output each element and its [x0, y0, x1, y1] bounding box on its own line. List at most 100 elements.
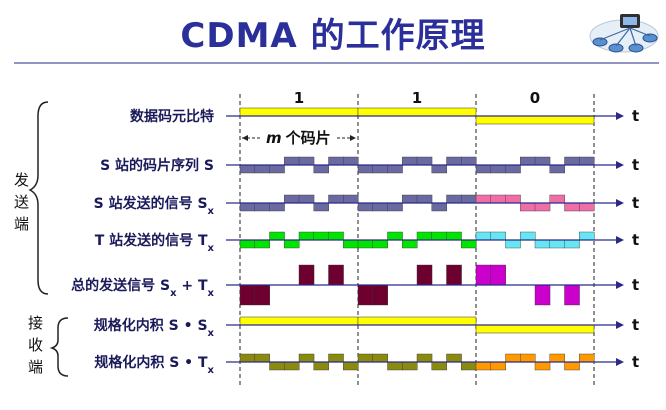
Tx-chip — [520, 231, 536, 241]
Tx-chip — [372, 239, 389, 249]
Sx-chip — [520, 202, 536, 212]
sum-chip — [534, 284, 551, 306]
S-chip — [416, 156, 433, 166]
Sx-chip — [372, 202, 389, 212]
bit-label: 1 — [294, 89, 304, 107]
STx-chip — [239, 353, 256, 363]
waveforms — [239, 107, 595, 371]
inner-product-SSx — [239, 316, 359, 326]
Sx-chip — [475, 194, 492, 204]
S-chip — [328, 156, 344, 166]
STx-chip — [446, 353, 462, 363]
STx-chip — [387, 361, 403, 371]
Sx-chip — [239, 202, 256, 212]
Tx-chip — [239, 239, 256, 249]
Tx-chip — [357, 239, 374, 249]
sum-chip — [254, 284, 271, 306]
Sx-chip — [505, 194, 521, 204]
STx-chip — [372, 353, 389, 363]
STx-chip — [579, 353, 595, 363]
page-title: CDMA 的工作原理 — [180, 16, 486, 56]
sum-chip — [357, 284, 374, 306]
row-label-s_seq: S 站的码片序列 S — [100, 157, 214, 174]
recv-group-label: 接 收 端 — [28, 314, 48, 376]
axis-t-label: t — [632, 316, 639, 334]
axis-arrow-icon — [616, 112, 624, 120]
row-label-data: 数据码元比特 — [130, 108, 214, 125]
axis-t-label: t — [632, 107, 639, 125]
Sx-chip — [402, 194, 418, 204]
Tx-chip — [402, 239, 418, 249]
axis-arrow-icon — [616, 161, 624, 169]
row-label-t_sig: T 站发送的信号 Tx — [95, 232, 215, 254]
STx-chip — [475, 361, 492, 371]
title-divider — [14, 62, 659, 64]
STx-chip — [357, 353, 374, 363]
S-chip — [520, 156, 536, 166]
STx-chip — [505, 353, 521, 363]
Tx-chip — [564, 239, 580, 249]
Tx-chip — [298, 231, 315, 241]
Sx-chip — [446, 194, 462, 204]
sum-chip — [298, 264, 315, 286]
S-chip — [298, 156, 315, 166]
Tx-chip — [534, 239, 551, 249]
S-chip — [549, 164, 566, 174]
Sx-chip — [549, 194, 566, 204]
Tx-chip — [505, 239, 521, 249]
STx-chip — [343, 361, 359, 371]
Tx-chip — [490, 231, 507, 241]
STx-chip — [284, 361, 300, 371]
Sx-chip — [461, 194, 477, 204]
sum-chip — [328, 264, 344, 286]
Sx-chip — [298, 194, 315, 204]
Tx-chip — [269, 231, 285, 241]
S-chip — [239, 164, 256, 174]
recv-brace — [49, 317, 69, 377]
sum-chip — [416, 264, 433, 286]
axis-arrow-icon — [616, 321, 624, 329]
Sx-chip — [490, 194, 507, 204]
data-bit-level — [239, 107, 359, 117]
Tx-chip — [284, 239, 300, 249]
sum-chip — [239, 284, 256, 306]
m-arrow-right-icon — [350, 135, 356, 141]
STx-chip — [313, 361, 330, 371]
Sx-chip — [343, 194, 359, 204]
network-logo-icon — [589, 14, 659, 53]
Tx-chip — [475, 231, 492, 241]
STx-chip — [461, 361, 477, 371]
Sx-chip — [254, 202, 271, 212]
bit-label: 0 — [530, 89, 540, 107]
S-chip — [313, 164, 330, 174]
sum-chip — [475, 264, 492, 286]
data-bit-level — [475, 115, 595, 125]
S-chip — [387, 164, 403, 174]
S-chip — [254, 164, 271, 174]
S-chip — [269, 164, 285, 174]
sum-chip — [372, 284, 389, 306]
S-chip — [431, 164, 448, 174]
Sx-chip — [564, 202, 580, 212]
Tx-chip — [446, 231, 462, 241]
STx-chip — [328, 353, 344, 363]
Sx-chip — [579, 202, 595, 212]
Sx-chip — [284, 194, 300, 204]
send-brace — [28, 101, 49, 295]
inner-product-SSx — [357, 316, 477, 326]
Tx-chip — [328, 231, 344, 241]
row-label-sum: 总的发送信号 Sx + Tx — [71, 277, 214, 299]
S-chip — [357, 164, 374, 174]
axis-arrow-icon — [616, 358, 624, 366]
m-arrow-left-icon — [242, 135, 248, 141]
S-chip — [475, 164, 492, 174]
data-bit-level — [357, 107, 477, 117]
STx-chip — [254, 353, 271, 363]
S-chip — [343, 156, 359, 166]
Tx-chip — [313, 231, 330, 241]
S-chip — [564, 156, 580, 166]
axis-t-label: t — [632, 156, 639, 174]
Tx-chip — [431, 231, 448, 241]
